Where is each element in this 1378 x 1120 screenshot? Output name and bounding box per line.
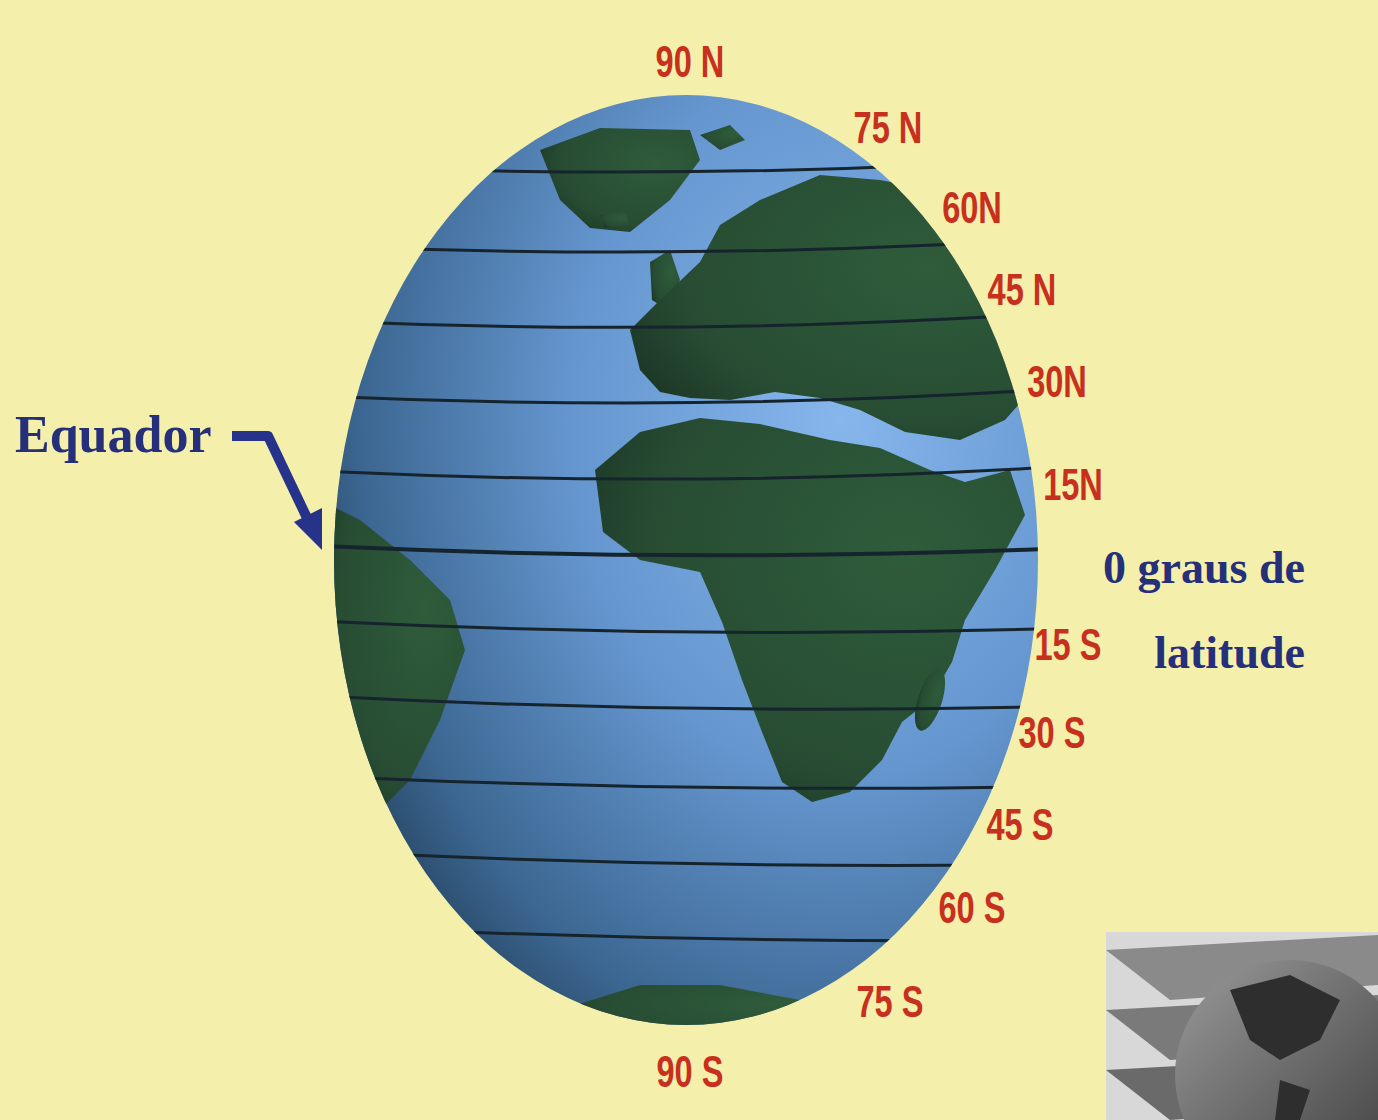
latitude-note: 0 graus de latitude — [1010, 525, 1305, 695]
latitude-label: 45 S — [987, 803, 1054, 847]
latitude-label: 60N — [942, 186, 1002, 230]
latitude-label: 60 S — [939, 886, 1006, 930]
latitude-label: 15 S — [1035, 623, 1102, 667]
latitude-label: 45 N — [988, 268, 1057, 312]
latitude-label: 90 N — [656, 40, 725, 84]
equator-label: Equador — [15, 400, 230, 470]
latitude-lines — [300, 158, 1070, 941]
continents — [320, 125, 1040, 1040]
latitude-label: 15N — [1043, 463, 1103, 507]
latitude-label: 75 S — [857, 980, 924, 1024]
latitude-label: 75 N — [854, 106, 923, 150]
latitude-label: 90 S — [657, 1050, 724, 1094]
inset-globe — [1106, 932, 1378, 1120]
latitude-label: 30 S — [1019, 711, 1086, 755]
equator-arrow — [232, 436, 322, 550]
latitude-label: 30N — [1027, 360, 1087, 404]
